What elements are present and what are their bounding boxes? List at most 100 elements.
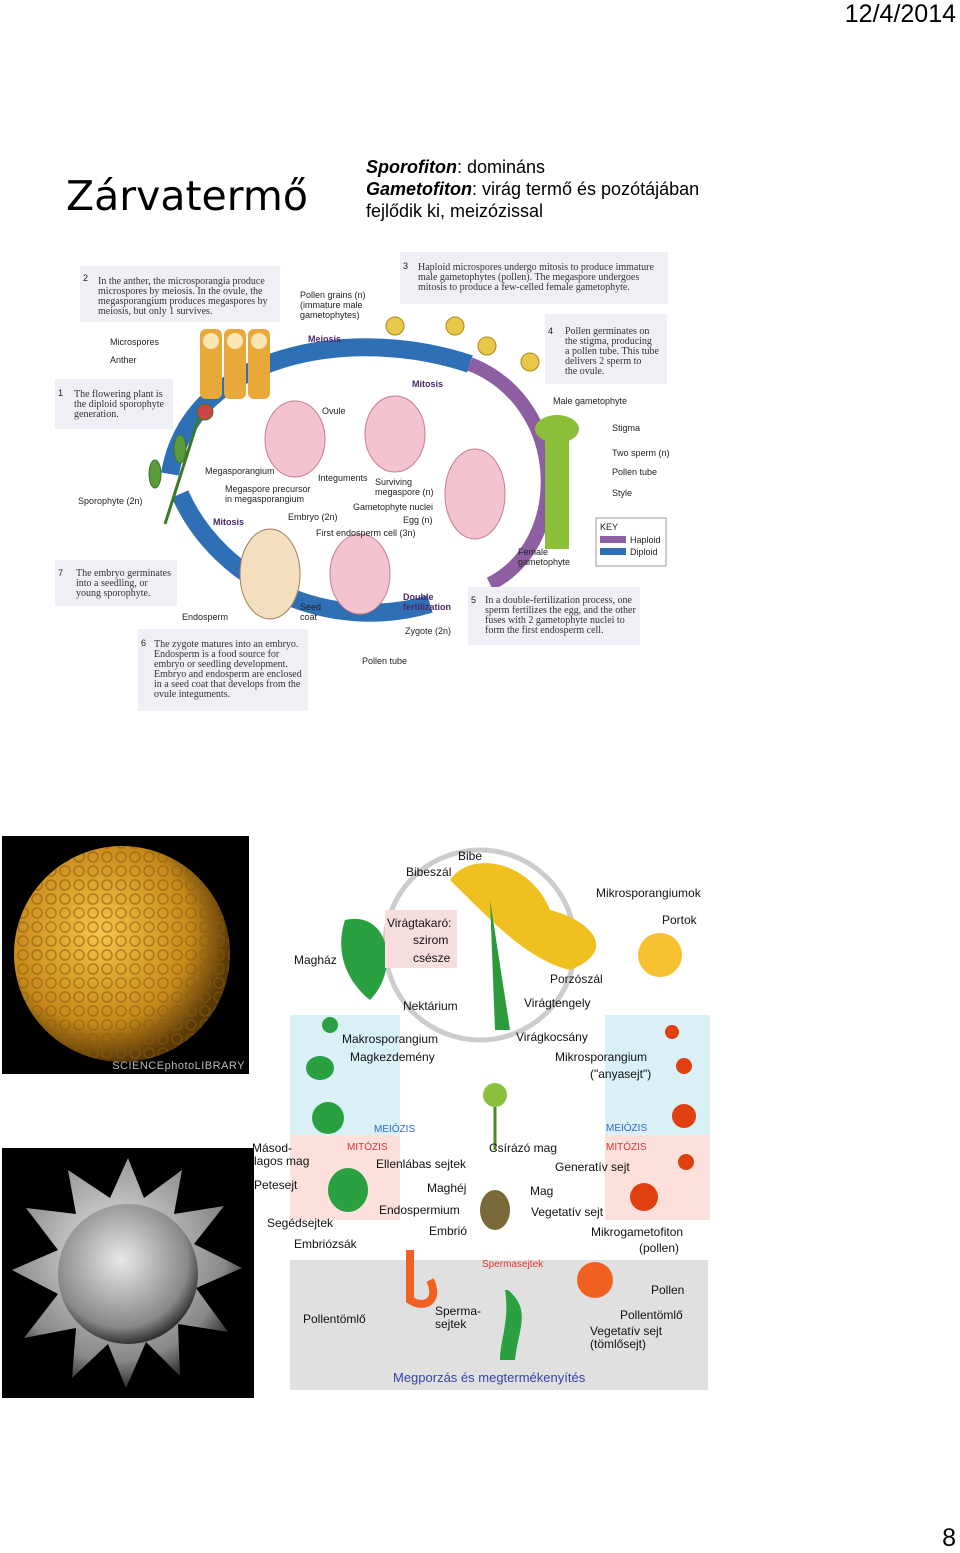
pistil-illustration [535,415,579,549]
label-two-sperm: Two sperm (n) [612,448,670,458]
ovary-illustration [341,918,388,1000]
label-pollentomlo-left: Pollentömlő [303,1312,366,1326]
label-style: Style [612,488,632,498]
anther-hu [638,933,682,977]
step-4-number: 4 [548,326,553,336]
pollen-grain-orange [577,1262,613,1298]
key-diploid-label: Diploid [630,547,658,557]
microspore-dots [630,1025,696,1211]
label-mitozis-left: MITÓZIS [347,1140,388,1153]
flower-life-cycle-diagram-hu: Bibe Bibeszál Mikrosporangiumok Portok V… [252,847,710,1390]
label-sperma-1: Sperma- [435,1304,481,1318]
label-pollentomlo-right: Pollentömlő [620,1308,683,1322]
label-megporzas: Megporzás és megtermékenyítés [393,1370,586,1385]
label-vegetativ: Vegetatív sejt [531,1205,604,1219]
label-masodlagos-2: lagos mag [254,1154,309,1168]
label-petesejt: Petesejt [254,1178,298,1192]
label-bibeszal: Bibeszál [406,865,451,879]
pollination-panel-bg [290,1260,708,1390]
label-mitosis-left: Mitosis [213,517,244,527]
pistil-hu [490,900,510,1030]
label-portok: Portok [662,913,698,927]
anther-illustration [200,329,270,399]
label-zygote: Zygote (2n) [405,626,451,636]
label-pollen-tube-bottom: Pollen tube [362,656,407,666]
pollen-grains [385,316,540,372]
label-megasporangium: Megasporangium [205,466,275,476]
label-anther: Anther [110,355,137,365]
sporophyte-plant [148,403,214,525]
meiosis-left-bg [290,1015,400,1135]
slide-date: 12/4/2014 [844,0,956,28]
petal-illustration [450,863,597,970]
angiosperm-life-cycle-figure: 2 In the anther, the microsporangia prod… [50,244,670,714]
label-pollen-tube-right: Pollen tube [612,467,657,477]
step-1-number: 1 [58,388,63,398]
label-viragkocsany: Virágkocsány [516,1030,588,1044]
pollen-grain-image [14,846,230,1062]
key-diploid-swatch [600,548,626,555]
label-mitozis-right: MITÓZIS [606,1140,647,1153]
label-anyasejt: ("anyasejt") [590,1067,651,1081]
pollen-tube-orange [406,1250,438,1308]
label-ovule: Ovule [322,406,346,416]
label-viragtengely: Virágtengely [524,996,591,1010]
label-meiozis-left: MEIÓZIS [374,1122,415,1135]
spiky-pollen-image [12,1158,242,1388]
label-makrosporangium: Makrosporangium [342,1032,438,1046]
pollen-micrograph-spiky [2,1148,254,1398]
label-microspores: Microspores [110,337,160,347]
label-embrio: Embrió [429,1224,467,1238]
label-porzoszal: Porzószál [550,972,603,986]
pistil-bottom [500,1290,522,1360]
step-5-number: 5 [471,595,476,605]
label-segedsejtek: Segédsejtek [267,1216,334,1230]
label-meiozis-right: MEIÓZIS [606,1121,647,1134]
mitosis-right-bg [605,1135,710,1220]
label-sporophyte: Sporophyte (2n) [78,496,143,506]
label-mikrogametofiton: Mikrogametofiton [591,1225,683,1239]
slide-subtitle: Sporofiton: domináns Gametofiton: virág … [366,156,699,222]
step-6-text: The zygote matures into an embryo.Endosp… [154,639,302,700]
gametofiton-term: Gametofiton [366,179,472,199]
label-stigma: Stigma [612,423,640,433]
slide-title: Zárvatermő [66,172,308,220]
label-pollen-paren: (pollen) [639,1241,679,1255]
step-2-text: In the anther, the microsporangia produc… [98,276,268,317]
label-szirom: szirom [413,933,448,947]
label-csirazo-mag: Csírázó mag [489,1141,557,1155]
key-haploid-swatch [600,536,626,543]
step-2-number: 2 [83,273,88,283]
sporofiton-term: Sporofiton [366,157,457,177]
label-vegetativ-2: Vegetatív sejt [590,1324,663,1338]
key-title: KEY [600,522,618,532]
label-integuments: Integuments [318,473,368,483]
key-haploid-label: Haploid [630,535,661,545]
label-mikrosporangiumok: Mikrosporangiumok [596,886,702,900]
label-spermasejtek: Spermasejtek [482,1259,544,1270]
label-egg: Egg (n) [403,515,433,525]
label-tomlosejt: (tömlősejt) [590,1337,646,1351]
label-csesze: csésze [413,951,451,965]
label-bibe: Bibe [458,849,482,863]
label-mikrosporangium: Mikrosporangium [555,1050,647,1064]
seed-illustration [239,528,301,620]
label-sperma-2: sejtek [435,1317,467,1331]
label-mag: Mag [530,1184,553,1198]
label-endospermium: Endospermium [379,1203,460,1217]
gametofiton-desc: : virág termő és pozótájában [472,179,700,199]
viragtakaro-box [385,910,457,968]
step-6-number: 6 [141,638,146,648]
subtitle-line-1: Sporofiton: domináns [366,156,699,178]
label-magkezdemeny: Magkezdemény [350,1050,435,1064]
label-meiosis-top: Meiosis [308,334,341,344]
ovule-illustrations [264,395,506,615]
label-generativ: Generatív sejt [555,1160,630,1174]
photo-credit: SCIENCEphotoLIBRARY [112,1060,245,1072]
